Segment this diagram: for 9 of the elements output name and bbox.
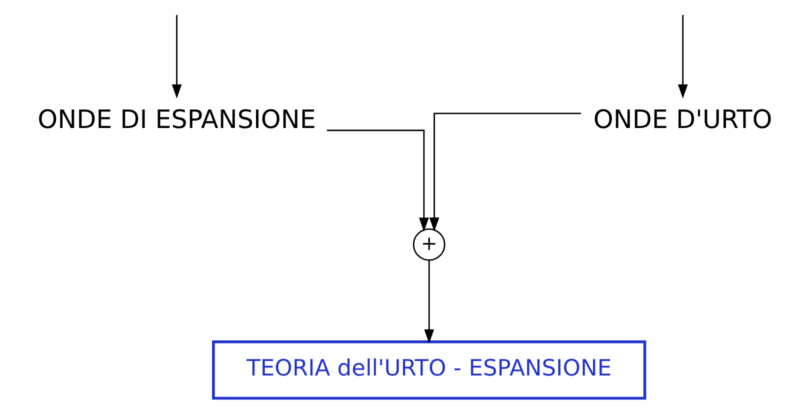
arrow [326, 130, 428, 232]
node-circle: + [412, 228, 445, 261]
arrow [677, 14, 688, 99]
node-text: ONDE D'URTO [592, 104, 772, 134]
node-box: TEORIA dell'URTO - ESPANSIONE [212, 340, 646, 400]
arrow [171, 14, 182, 99]
arrow [428, 112, 581, 232]
arrow [424, 260, 434, 344]
node-text: ONDE DI ESPANSIONE [37, 104, 316, 134]
